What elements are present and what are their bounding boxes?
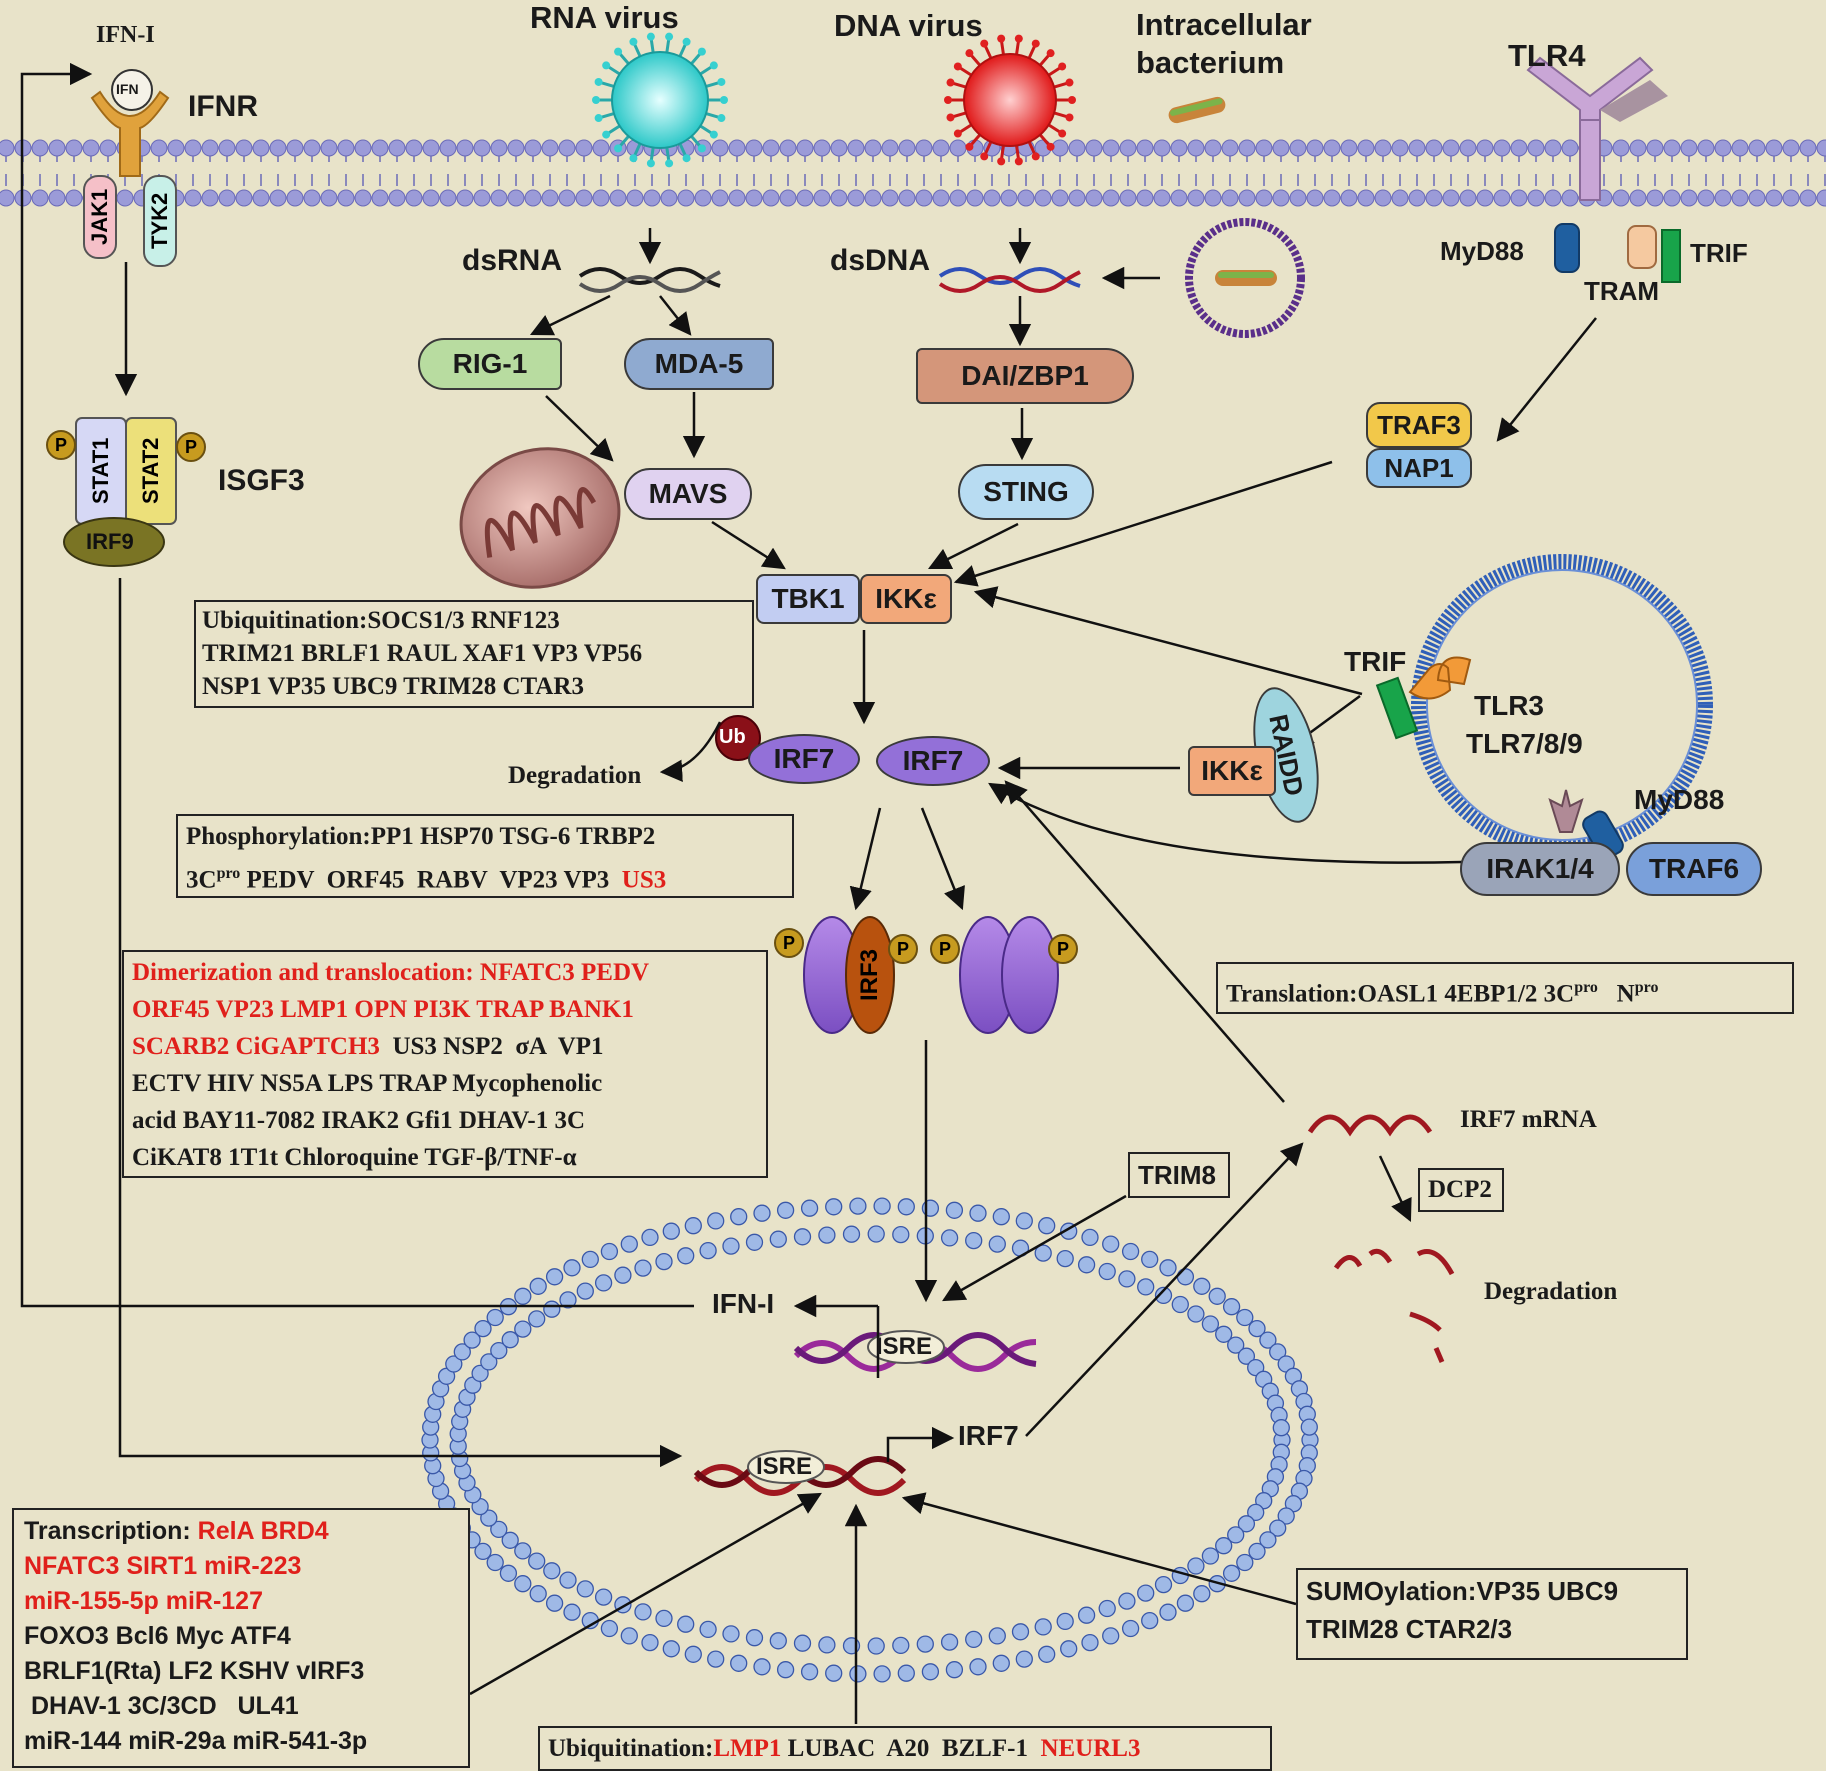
label-irf7-mrna: IRF7 mRNA [1460, 1106, 1597, 1133]
label-tyk2: TYK2 [147, 192, 172, 250]
node-mavs: MAVS [624, 468, 752, 520]
tlr789-icon [1548, 789, 1584, 833]
box-sumoylation: SUMOylation:VP35 UBC9 TRIM28 CTAR2/3 [1296, 1568, 1688, 1660]
jak1-icon [83, 175, 117, 259]
dsrna-helix-icon [578, 267, 721, 293]
box-ubiquitination-bottom: Ubiquitination:LMP1 LUBAC A20 BZLF-1 NEU… [538, 1726, 1272, 1771]
degraded-mrna-icon [1333, 1248, 1455, 1363]
phospho-irf3-right: P [888, 934, 918, 964]
node-dai-zbp1: DAI/ZBP1 [916, 348, 1134, 404]
label-trif-endo: TRIF [1344, 646, 1407, 677]
rna-virus-icon [592, 32, 728, 168]
node-sting: STING [958, 464, 1094, 520]
label-degradation-irf7: Degradation [508, 762, 642, 789]
box-phosphorylation: Phosphorylation:PP1 HSP70 TSG-6 TRBP2 3C… [176, 814, 794, 898]
irf7-mrna-icon [1307, 1114, 1433, 1137]
irf7-dimer-b-icon [1001, 916, 1059, 1034]
label-stat1: STAT1 [88, 437, 113, 505]
label-irf9: IRF9 [86, 529, 134, 554]
irf9-icon [63, 517, 165, 567]
stat2-icon [125, 417, 177, 525]
ub-label: Ub [719, 726, 746, 748]
node-traf3: TRAF3 [1366, 402, 1472, 448]
ifnr-receptor-icon [90, 69, 170, 177]
node-ikke-endo: IKKε [1188, 746, 1276, 796]
irf3-icon [845, 916, 895, 1034]
node-rig1: RIG-1 [418, 338, 562, 390]
box-translation: Translation:OASL1 4EBP1/2 3Cpro Npro [1216, 962, 1794, 1014]
bacterium-icon [1168, 96, 1226, 124]
tram-icon [1627, 225, 1657, 269]
label-trif-top: TRIF [1690, 238, 1748, 268]
label-stat2: STAT2 [138, 437, 163, 505]
trif-endo-icon [1375, 676, 1419, 740]
label-isgf3: ISGF3 [218, 464, 305, 497]
label-tlr4: TLR4 [1508, 38, 1586, 73]
phagosome-icon [1185, 218, 1305, 338]
dsdna-helix-icon [938, 267, 1081, 293]
label-bacterium: Intracellular bacterium [1136, 7, 1312, 80]
node-irak14: IRAK1/4 [1460, 842, 1620, 896]
plasma-membrane [0, 139, 1826, 207]
label-rna-virus: RNA virus [530, 0, 679, 35]
node-irf7-ub: IRF7 [748, 734, 860, 784]
label-ifn-i-nucleus: IFN-I [712, 1288, 775, 1319]
label-myd88-top: MyD88 [1440, 236, 1524, 266]
label-tlr3: TLR3 [1474, 690, 1544, 721]
box-dimerization: Dimerization and translocation: NFATC3 P… [122, 950, 768, 1178]
label-ifnr: IFNR [188, 90, 258, 123]
box-trim8: TRIM8 [1128, 1152, 1230, 1198]
box-ubiquitination-top: Ubiquitination:SOCS1/3 RNF123 TRIM21 BRL… [194, 600, 754, 708]
label-dsdna: dsDNA [830, 244, 931, 277]
tyk2-icon [143, 175, 177, 267]
label-dsrna: dsRNA [462, 244, 563, 277]
label-irf7-out: IRF7 [958, 1420, 1019, 1451]
label-tlr789: TLR7/8/9 [1466, 728, 1583, 759]
node-nap1: NAP1 [1366, 448, 1472, 488]
isre-top-badge [867, 1330, 945, 1364]
mitochondrion-icon [459, 447, 621, 589]
label-isre-bottom: ISRE [756, 1453, 813, 1480]
label-dna-virus: DNA virus [834, 8, 983, 43]
trif-top-icon [1661, 229, 1681, 283]
phospho-stat1: P [46, 430, 76, 460]
node-ikke-top: IKKε [860, 574, 952, 624]
phospho-stat2: P [176, 432, 206, 462]
tlr4-receptor-icon [1526, 56, 1668, 201]
endosome-inner [1426, 569, 1698, 841]
nuclear-envelope [421, 1197, 1319, 1683]
node-mda5: MDA-5 [624, 338, 774, 390]
box-dcp2: DCP2 [1418, 1168, 1504, 1212]
myd88-top-icon [1554, 223, 1580, 273]
ubiquitin-icon [715, 715, 761, 761]
label-myd88-endo: MyD88 [1634, 784, 1725, 815]
label-isre-top: ISRE [876, 1333, 933, 1360]
label-jak1: JAK1 [87, 188, 112, 246]
node-tbk1: TBK1 [756, 574, 860, 624]
box-transcription: Transcription: RelA BRD4 NFATC3 SIRT1 mi… [12, 1508, 470, 1768]
node-irf7-free: IRF7 [876, 736, 990, 786]
dna-virus-icon [944, 34, 1076, 166]
node-traf6: TRAF6 [1626, 842, 1762, 896]
label-degradation-mrna: Degradation [1484, 1278, 1618, 1305]
endosome [1411, 554, 1713, 856]
arrows [20, 62, 1597, 1724]
isre-bottom-badge [747, 1450, 825, 1484]
label-tram: TRAM [1584, 276, 1660, 306]
phospho-irf7-right: P [1048, 934, 1078, 964]
phospho-irf7-left: P [930, 934, 960, 964]
phospho-irf3-left: P [774, 928, 804, 958]
tlr3-icon [1408, 656, 1472, 700]
ifn-ball-label: IFN [116, 81, 139, 97]
label-irf3: IRF3 [856, 949, 883, 1002]
label-ifn-i-top: IFN-I [96, 22, 155, 48]
